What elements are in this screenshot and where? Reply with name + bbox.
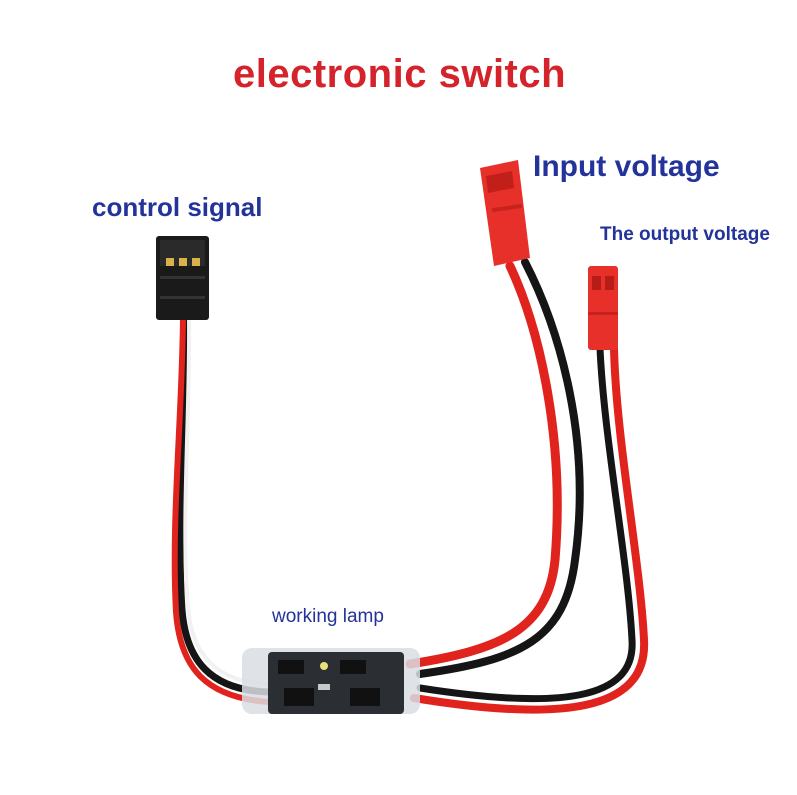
- output-voltage-connector: [588, 266, 618, 350]
- page-title: electronic switch: [233, 52, 567, 96]
- output-voltage-label: The output voltage: [600, 224, 770, 245]
- switch-module: [242, 648, 420, 714]
- output-voltage-cable: [410, 344, 649, 714]
- input-voltage-label: Input voltage: [533, 150, 720, 183]
- working-lamp-led: [320, 662, 328, 670]
- control-signal-cable: [171, 314, 273, 705]
- control-signal-connector: [156, 236, 209, 320]
- working-lamp-label: working lamp: [272, 606, 384, 627]
- input-voltage-connector: [480, 160, 530, 266]
- input-voltage-cable: [405, 258, 584, 678]
- control-signal-label: control signal: [92, 192, 263, 222]
